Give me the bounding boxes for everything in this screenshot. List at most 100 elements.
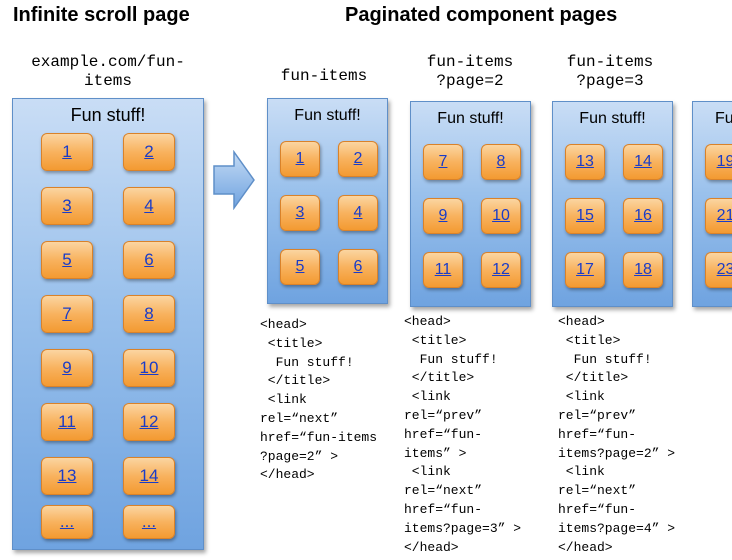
item-link[interactable]: 7 (62, 304, 72, 323)
list-item[interactable]: 15 (565, 198, 605, 234)
item-link[interactable]: ... (141, 512, 157, 531)
page-2-head-code: <head> <title> Fun stuff! </title> <link… (404, 314, 522, 555)
list-item[interactable]: 8 (481, 144, 521, 180)
item-link[interactable]: 15 (576, 207, 594, 224)
url-line-1: fun-items (280, 67, 368, 85)
list-item[interactable]: 21 (705, 198, 732, 234)
list-item[interactable]: 10 (123, 349, 175, 387)
page-1-head-code: <head> <title> Fun stuff! </title> <link… (260, 317, 378, 483)
item-link[interactable]: 8 (144, 304, 154, 323)
item-link[interactable]: 17 (576, 261, 594, 278)
infinite-scroll-page[interactable]: Fun stuff! 1 2 3 4 5 6 7 8 9 10 11 12 13… (12, 98, 204, 550)
list-item[interactable]: 13 (565, 144, 605, 180)
heading-infinite-scroll: Infinite scroll page (13, 4, 190, 26)
list-item[interactable]: 7 (423, 144, 463, 180)
item-link[interactable]: 5 (62, 250, 72, 269)
list-item[interactable]: 23 (705, 252, 732, 288)
item-link[interactable]: ... (59, 512, 75, 531)
item-link[interactable]: 12 (139, 412, 159, 431)
item-link[interactable]: 2 (353, 150, 363, 167)
list-item[interactable]: 6 (338, 249, 378, 285)
item-link[interactable]: 2 (144, 142, 154, 161)
url-line-2: ?page=3 (576, 72, 644, 90)
item-link[interactable]: 9 (438, 207, 448, 224)
item-link[interactable]: 14 (634, 153, 652, 170)
url-line-1: fun-items (426, 53, 514, 71)
list-item[interactable]: 13 (41, 457, 93, 495)
list-item[interactable]: ... (41, 505, 93, 539)
list-item[interactable]: 9 (423, 198, 463, 234)
item-link[interactable]: 10 (492, 207, 510, 224)
list-item[interactable]: 4 (123, 187, 175, 225)
item-link[interactable]: 14 (139, 466, 159, 485)
page-2[interactable]: Fun stuff! 7 8 9 10 11 12 (410, 101, 531, 307)
item-link[interactable]: 7 (438, 153, 448, 170)
url-line-1: fun-items (566, 53, 654, 71)
list-item[interactable]: 1 (41, 133, 93, 171)
item-link[interactable]: 4 (144, 196, 154, 215)
list-item[interactable]: 3 (41, 187, 93, 225)
infinite-page-url: example.com/fun- items (10, 53, 206, 91)
list-item[interactable]: 2 (338, 141, 378, 177)
item-link[interactable]: 19 (716, 153, 732, 170)
list-item[interactable]: 11 (41, 403, 93, 441)
list-item[interactable]: 6 (123, 241, 175, 279)
list-item[interactable]: 5 (41, 241, 93, 279)
item-link[interactable]: 13 (576, 153, 594, 170)
right-arrow-icon (213, 150, 255, 210)
item-link[interactable]: 5 (295, 258, 305, 275)
list-item[interactable]: 8 (123, 295, 175, 333)
item-link[interactable]: 8 (496, 153, 506, 170)
list-item[interactable]: 5 (280, 249, 320, 285)
item-link[interactable]: 21 (716, 207, 732, 224)
item-link[interactable]: 10 (139, 358, 159, 377)
item-link[interactable]: 23 (716, 261, 732, 278)
item-link[interactable]: 1 (62, 142, 72, 161)
list-item[interactable]: 3 (280, 195, 320, 231)
page-title: Fu (715, 110, 732, 127)
page-title: Fun stuff! (579, 110, 646, 127)
page-4-partial[interactable]: Fu 19 21 23 (692, 101, 732, 307)
url-line-2: ?page=2 (436, 72, 504, 90)
item-link[interactable]: 12 (492, 261, 510, 278)
list-item[interactable]: 19 (705, 144, 732, 180)
list-item[interactable]: 17 (565, 252, 605, 288)
list-item[interactable]: 12 (481, 252, 521, 288)
page-1-url: fun-items (262, 67, 386, 86)
page-title: Fun stuff! (437, 110, 504, 127)
list-item[interactable]: 14 (123, 457, 175, 495)
item-link[interactable]: 16 (634, 207, 652, 224)
page-3-head-code: <head> <title> Fun stuff! </title> <link… (558, 314, 676, 555)
list-item[interactable]: ... (123, 505, 175, 539)
page-1[interactable]: Fun stuff! 1 2 3 4 5 6 (267, 98, 388, 304)
item-link[interactable]: 11 (434, 261, 452, 278)
page-3[interactable]: Fun stuff! 13 14 15 16 17 18 (552, 101, 673, 307)
list-item[interactable]: 11 (423, 252, 463, 288)
list-item[interactable]: 7 (41, 295, 93, 333)
item-link[interactable]: 3 (295, 204, 305, 221)
url-line-2: items (83, 72, 132, 90)
list-item[interactable]: 18 (623, 252, 663, 288)
item-link[interactable]: 9 (62, 358, 72, 377)
list-item[interactable]: 12 (123, 403, 175, 441)
list-item[interactable]: 1 (280, 141, 320, 177)
list-item[interactable]: 9 (41, 349, 93, 387)
item-link[interactable]: 18 (634, 261, 652, 278)
page-3-url: fun-items ?page=3 (548, 53, 672, 91)
item-link[interactable]: 6 (144, 250, 154, 269)
item-link[interactable]: 1 (295, 150, 305, 167)
list-item[interactable]: 4 (338, 195, 378, 231)
heading-paginated-pages: Paginated component pages (345, 4, 618, 26)
item-link[interactable]: 6 (353, 258, 363, 275)
list-item[interactable]: 16 (623, 198, 663, 234)
item-link[interactable]: 13 (57, 466, 77, 485)
item-link[interactable]: 11 (58, 412, 76, 431)
list-item[interactable]: 14 (623, 144, 663, 180)
list-item[interactable]: 2 (123, 133, 175, 171)
page-title: Fun stuff! (70, 105, 146, 125)
item-link[interactable]: 4 (353, 204, 363, 221)
url-line-1: example.com/fun- (31, 53, 185, 71)
item-link[interactable]: 3 (62, 196, 72, 215)
page-2-url: fun-items ?page=2 (408, 53, 532, 91)
list-item[interactable]: 10 (481, 198, 521, 234)
